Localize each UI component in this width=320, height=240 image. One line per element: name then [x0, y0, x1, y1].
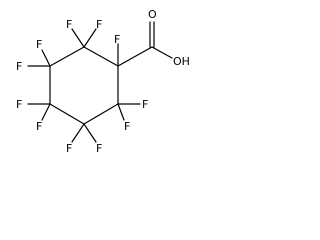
- fluorine-label-c3-a: F: [36, 38, 42, 51]
- ring-bond-c4-c5: [49, 103, 85, 125]
- bond-c5-f-b: [83, 123, 97, 143]
- fluorine-label-c2-a: F: [66, 18, 72, 31]
- bond-c3-f-a: [41, 49, 51, 67]
- bond-c2-f-b: [83, 28, 97, 48]
- bond-c5-f-a: [71, 123, 85, 143]
- bond-c6-f-b: [117, 103, 125, 121]
- fluorine-label-c5-b: F: [96, 142, 102, 155]
- bond-c4-f-b: [41, 103, 51, 121]
- ring-bond-c5-c6: [83, 103, 119, 125]
- hydroxyl-label: OH: [173, 55, 190, 68]
- ring-bond-c2-c3: [49, 46, 85, 67]
- bond-c1-carboxyl-carbon: [117, 46, 153, 67]
- carbonyl-oxygen-label: O: [148, 8, 157, 21]
- fluorine-label-c3-b: F: [16, 60, 22, 73]
- bond-c2-f-a: [71, 28, 85, 48]
- fluorine-label-c6-b: F: [124, 120, 130, 133]
- bond-carboxyl-hydroxyl: [151, 46, 173, 59]
- fluorine-label-c4-a: F: [16, 98, 22, 111]
- ring-bond-c1-c2: [83, 46, 119, 67]
- fluorine-label-c1: F: [114, 33, 120, 46]
- fluorine-label-c5-a: F: [66, 142, 72, 155]
- fluorine-label-c4-b: F: [36, 120, 42, 133]
- fluorine-label-c2-b: F: [96, 18, 102, 31]
- fluorine-label-c6-a: F: [142, 98, 148, 111]
- molecule-structure: F F F F F F F F F F F O OH: [16, 8, 190, 155]
